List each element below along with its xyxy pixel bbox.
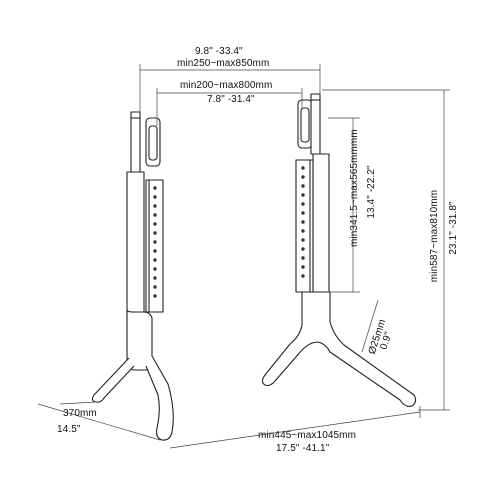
base-width-mm-label: min445~max1045mm bbox=[258, 430, 357, 441]
base-width-inch-label: 17.5" -41.1" bbox=[276, 443, 330, 454]
total-height-mm-label: min587~max810mm bbox=[429, 189, 440, 283]
top-width-mm-label: min250~max850mm bbox=[177, 58, 270, 69]
bracket-height-inch-label: 13.4" -22.2" bbox=[366, 165, 377, 219]
dimension-lines bbox=[37, 64, 450, 449]
right-plate-holes bbox=[301, 166, 305, 278]
left-leg bbox=[91, 111, 174, 441]
depth-mm-label: 370mm bbox=[63, 408, 97, 419]
total-height-inch-label: 23.1" -31.8" bbox=[448, 201, 459, 255]
right-leg bbox=[261, 93, 417, 407]
left-plate-holes bbox=[153, 186, 157, 298]
depth-inch-label: 14.5" bbox=[57, 424, 81, 435]
inner-width-inch-label: 7.8" -31.4" bbox=[207, 94, 255, 105]
inner-width-mm-label: min200~max800mm bbox=[180, 80, 273, 91]
bracket-height-mm-label: min341.5~max565mmmm bbox=[349, 129, 360, 247]
top-width-inch-label: 9.8" -33.4" bbox=[195, 46, 243, 57]
